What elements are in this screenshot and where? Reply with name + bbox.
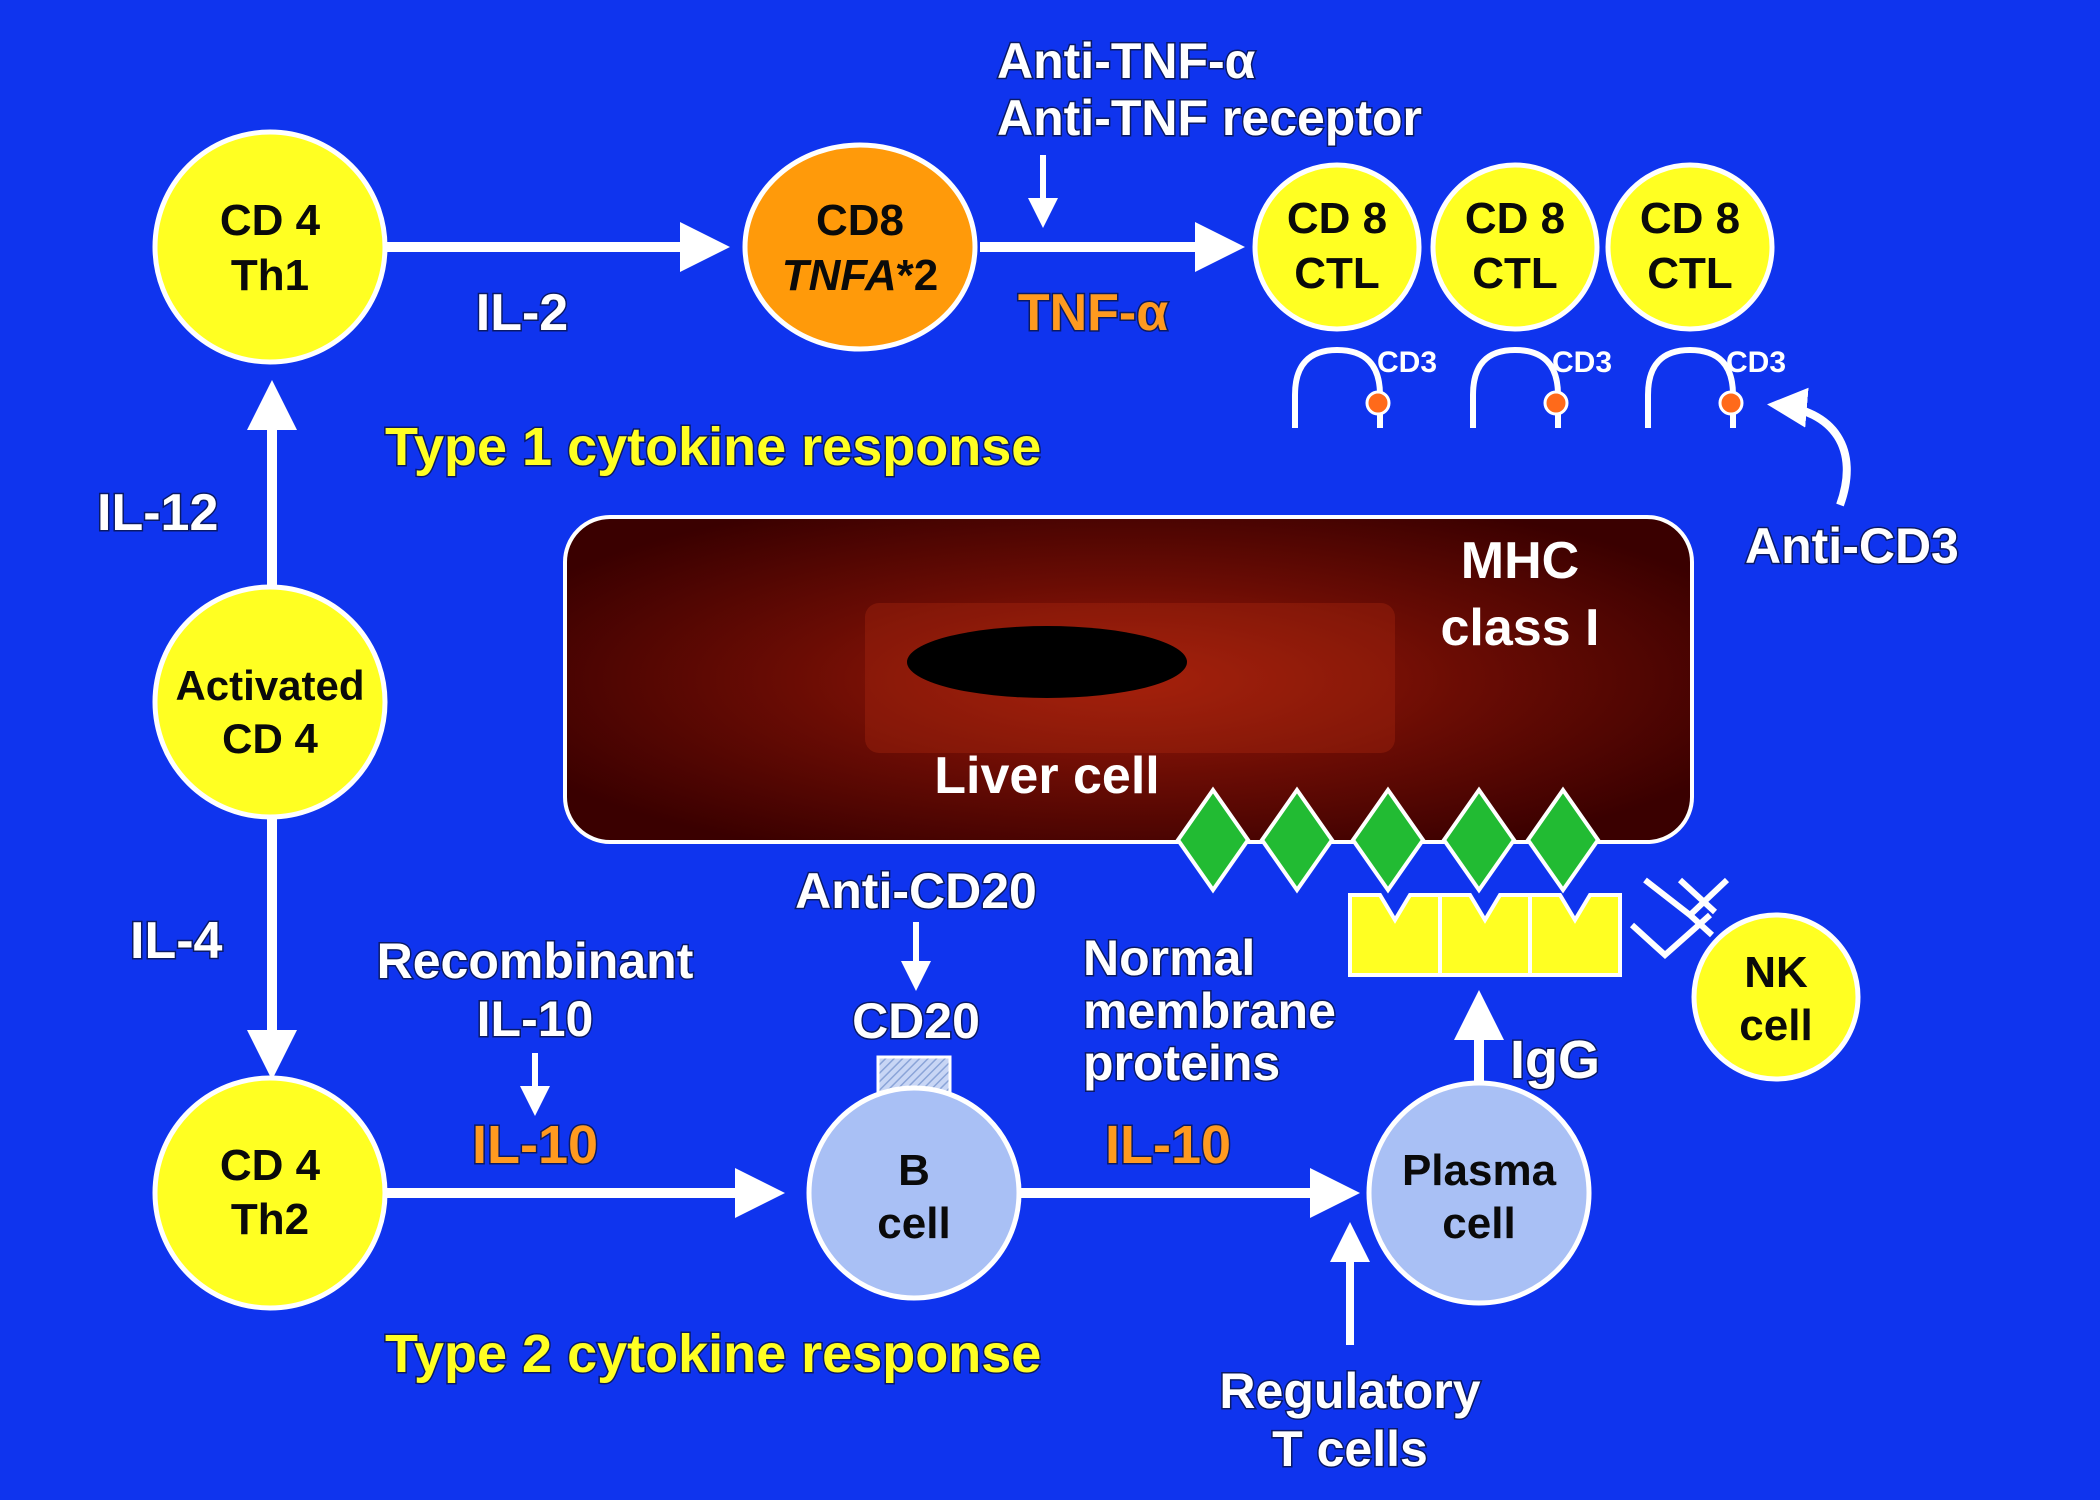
liver-nucleus [907, 626, 1187, 698]
anti-tnf-label-1: Anti-TNF-α [997, 33, 1256, 89]
cd3-label: CD3 [1377, 346, 1437, 379]
text-labels: IL-2 TNF-α Anti-TNF-α Anti-TNF receptor … [96, 32, 1961, 1479]
mhc-diamond [1350, 786, 1426, 894]
tcr-arc [1645, 346, 1736, 428]
mhc-label-2: class I [1440, 599, 1599, 657]
il12-label: IL-12 [97, 484, 218, 542]
cell-line-2: Th2 [231, 1195, 309, 1244]
cell-activated-cd4: Activated CD 4 [152, 584, 388, 820]
mhc-label-1: MHC [1461, 532, 1579, 590]
il10-left-label: IL-10 [472, 1115, 598, 1175]
il2-label: IL-2 [476, 284, 568, 342]
cell-line-2: cell [1739, 1001, 1812, 1050]
cell-body [152, 1075, 388, 1311]
cd3-dot [1365, 390, 1391, 416]
cd3-dot [1543, 390, 1569, 416]
cell-plasma: Plasma cell [1366, 1080, 1592, 1306]
normal-proteins-label-2: membrane [1083, 983, 1336, 1039]
cell-body [152, 584, 388, 820]
cell-cd4-th1: CD 4 Th1 [152, 129, 388, 365]
cell-ctl-2: CD 8 CTL CD3 [1430, 162, 1612, 428]
cell-line-1: Activated [175, 662, 364, 709]
cell-line-2: CTL [1647, 249, 1733, 298]
igg-label: IgG [1510, 1030, 1600, 1090]
cd3-dot [1718, 390, 1744, 416]
liver-cell-label: Liver cell [934, 747, 1159, 805]
cell-body [152, 129, 388, 365]
il4-label: IL-4 [130, 912, 223, 970]
cell-ctl-1: CD 8 CTL CD3 [1252, 162, 1437, 428]
tcr-arc [1292, 346, 1383, 428]
arrows [247, 155, 1851, 1345]
tnf-alpha-label: TNF-α [1018, 284, 1168, 342]
cell-line-1: NK [1744, 948, 1808, 997]
tnfa-gene-italic: TNFA [782, 251, 897, 300]
cell-line-2: TNFA*2 [782, 251, 938, 300]
cell-cd4-th2: CD 4 Th2 [152, 1075, 388, 1311]
cell-line-1: CD 8 [1640, 194, 1740, 243]
tnfa-allele: *2 [897, 251, 939, 300]
mhc-diamond [1175, 786, 1251, 894]
arrow-anti-cd3 [1767, 387, 1851, 507]
cd3-label: CD3 [1726, 346, 1786, 379]
cell-line-1: Plasma [1402, 1146, 1557, 1195]
anti-tnf-label-2: Anti-TNF receptor [997, 90, 1422, 146]
cell-body [1430, 162, 1600, 332]
nk-inhibitor-bar [1629, 877, 1718, 960]
cell-line-1: CD 4 [220, 196, 321, 245]
cd3-label: CD3 [1552, 346, 1612, 379]
cell-body [1366, 1080, 1592, 1306]
anti-cd20-label: Anti-CD20 [795, 863, 1037, 919]
cell-ctl-3: CD 8 CTL CD3 [1605, 162, 1786, 428]
il10-right-label: IL-10 [1105, 1115, 1231, 1175]
cell-line-1: CD8 [816, 196, 904, 245]
cell-body [806, 1085, 1022, 1301]
mhc-diamond [1525, 786, 1601, 894]
type1-response-label: Type 1 cytokine response [385, 417, 1041, 477]
cell-line-2: Th1 [231, 251, 309, 300]
normal-proteins-label-3: proteins [1083, 1035, 1280, 1091]
cell-line-1: CD 8 [1287, 194, 1387, 243]
cell-line-2: cell [1442, 1199, 1515, 1248]
cell-cd8-tnfa: CD8 TNFA*2 [742, 142, 978, 352]
recombinant-label-1: Recombinant [377, 933, 694, 989]
tcr-arc [1470, 346, 1561, 428]
cell-line-2: CTL [1472, 249, 1558, 298]
cell-nk: NK cell [1691, 912, 1861, 1082]
cell-line-2: CTL [1294, 249, 1380, 298]
regulatory-label-2: T cells [1272, 1421, 1428, 1477]
cell-line-2: cell [877, 1199, 950, 1248]
cell-line-1: CD 8 [1465, 194, 1565, 243]
anti-cd3-label: Anti-CD3 [1745, 518, 1959, 574]
cells: CD 4 Th1 CD8 TNFA*2 Activated CD 4 CD 4 … [152, 129, 1861, 1311]
cell-line-1: CD 4 [220, 1141, 321, 1190]
mhc-diamond [1259, 786, 1335, 894]
liver-cell: Liver cell MHC class I [563, 515, 1694, 844]
cd20-label: CD20 [852, 993, 980, 1049]
cell-body [1252, 162, 1422, 332]
cell-body [1691, 912, 1861, 1082]
membrane-protein-receptor [1438, 893, 1532, 977]
cell-b-cell: B cell [806, 1055, 1022, 1301]
membrane-protein-receptor [1528, 893, 1622, 977]
membrane-protein-receptor [1348, 893, 1442, 977]
mhc-diamond [1441, 786, 1517, 894]
normal-proteins-label-1: Normal [1083, 930, 1255, 986]
membrane-proteins [1348, 893, 1622, 977]
cell-body [742, 142, 978, 352]
recombinant-label-2: IL-10 [477, 991, 594, 1047]
cell-line-1: B [898, 1146, 930, 1195]
cell-body [1605, 162, 1775, 332]
type2-response-label: Type 2 cytokine response [385, 1324, 1041, 1384]
cell-line-2: CD 4 [222, 715, 318, 762]
regulatory-label-1: Regulatory [1219, 1363, 1480, 1419]
mhc-diamonds [1175, 786, 1601, 894]
